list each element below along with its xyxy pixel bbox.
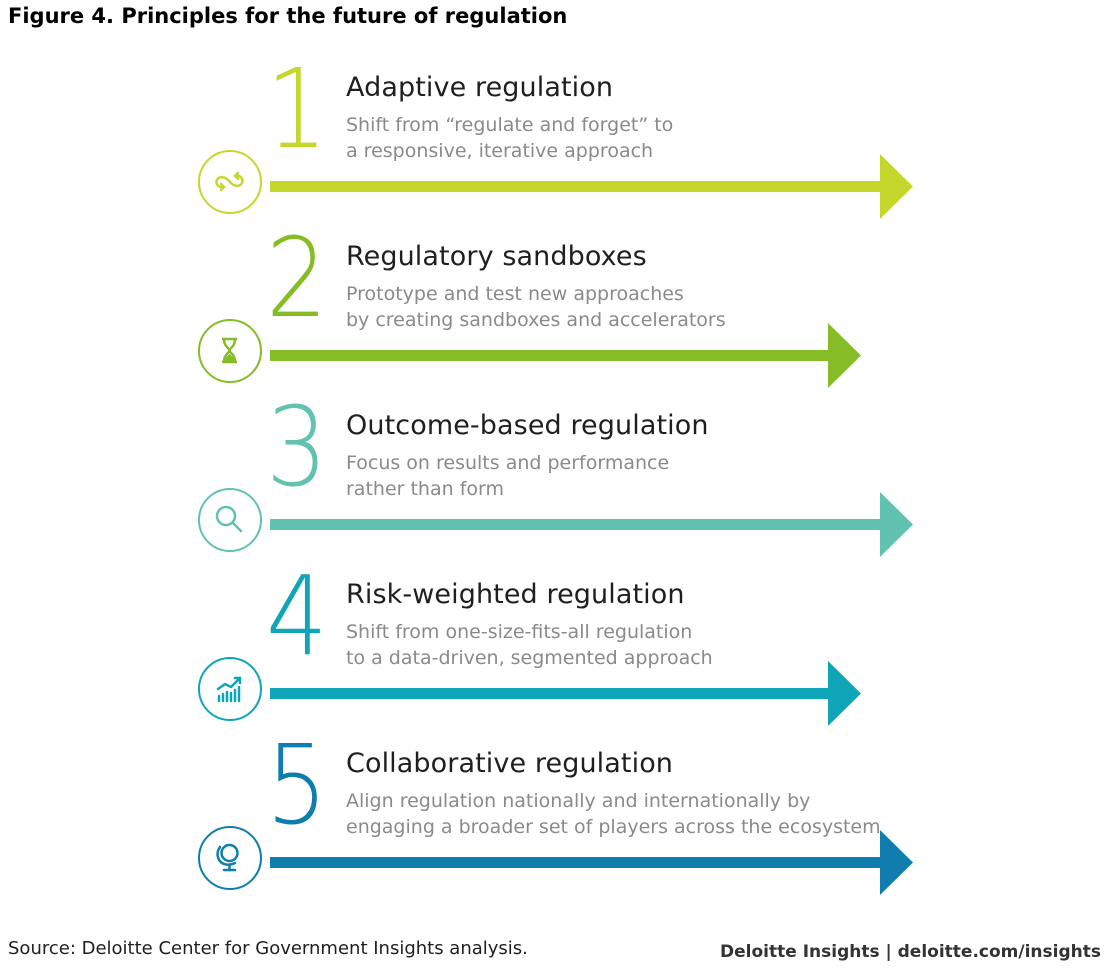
principle-number: 2 — [266, 214, 328, 342]
arrow-5 — [270, 830, 913, 895]
hourglass-icon — [198, 319, 262, 383]
principle-number: 3 — [266, 383, 328, 511]
principle-description: Align regulation nationally and internat… — [346, 790, 881, 838]
arrow-1 — [270, 154, 913, 219]
figure-title: Figure 4. Principles for the future of r… — [8, 4, 568, 28]
principle-title: Regulatory sandboxes — [346, 241, 647, 272]
principle-2: 2 Regulatory sandboxes Prototype and tes… — [0, 223, 1109, 411]
principle-5: 5 Collaborative regulation Align regulat… — [0, 730, 1109, 918]
principle-title: Outcome-based regulation — [346, 410, 709, 441]
globe-icon — [198, 826, 262, 890]
brand-credit: Deloitte Insights | deloitte.com/insight… — [720, 942, 1101, 962]
arrow-2 — [270, 323, 861, 388]
principle-number: 1 — [266, 45, 328, 173]
source-note: Source: Deloitte Center for Government I… — [8, 938, 528, 959]
principle-description: Focus on results and performance rather … — [346, 452, 670, 500]
principle-1: 1 Adaptive regulation Shift from “regula… — [0, 54, 1109, 242]
arrow-4 — [270, 661, 861, 726]
principle-description: Prototype and test new approaches by cre… — [346, 283, 726, 331]
principle-3: 3 Outcome-based regulation Focus on resu… — [0, 392, 1109, 580]
arrow-3 — [270, 492, 913, 557]
principle-4: 4 Risk-weighted regulation Shift from on… — [0, 561, 1109, 749]
infinity-loop-icon — [198, 150, 262, 214]
magnifying-glass-icon — [198, 488, 262, 552]
principle-description: Shift from “regulate and forget” to a re… — [346, 114, 674, 162]
growth-chart-icon — [198, 657, 262, 721]
principle-number: 4 — [266, 552, 328, 680]
principle-title: Adaptive regulation — [346, 72, 614, 103]
principle-description: Shift from one-size-fits-all regulation … — [346, 621, 713, 669]
principle-title: Collaborative regulation — [346, 748, 674, 779]
principle-number: 5 — [266, 721, 328, 849]
principle-title: Risk-weighted regulation — [346, 579, 685, 610]
